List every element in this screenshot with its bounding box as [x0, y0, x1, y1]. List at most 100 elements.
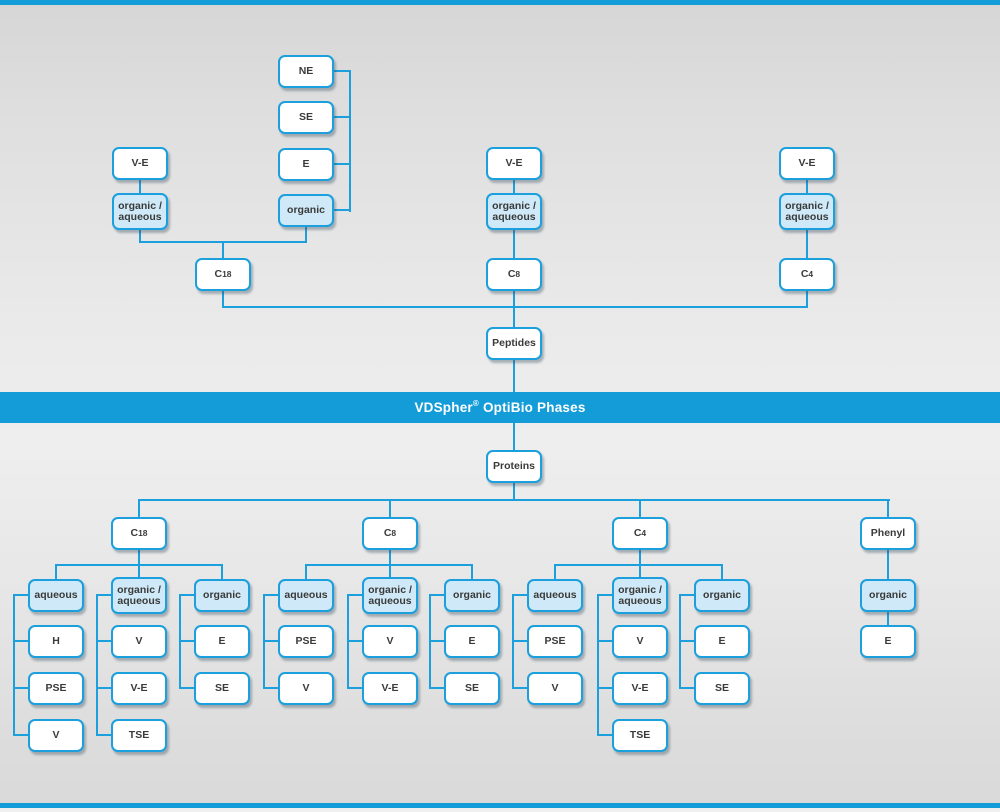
node-proteins-c4-orgaq-ve: V-E — [612, 672, 668, 705]
node-proteins-c18-aqueous-pse: PSE — [28, 672, 84, 705]
connector-line — [139, 180, 141, 194]
connector-line — [471, 564, 473, 580]
node-proteins-c8-aqueous: aqueous — [278, 579, 334, 612]
connector-line — [334, 116, 350, 118]
connector-line — [96, 594, 112, 596]
node-proteins-phenyl: Phenyl — [860, 517, 916, 550]
connector-line — [679, 687, 695, 689]
node-proteins-c18-organic-e: E — [194, 625, 250, 658]
connector-line — [513, 227, 515, 259]
connector-line — [389, 550, 391, 565]
connector-line — [679, 594, 695, 596]
node-peptides-c4-ve: V-E — [779, 147, 835, 180]
connector-line — [513, 422, 515, 451]
connector-line — [13, 687, 29, 689]
node-proteins-c18-orgaq-ve: V-E — [111, 672, 167, 705]
connector-line — [347, 640, 363, 642]
connector-line — [222, 241, 224, 259]
node-proteins-c8-orgaq-ve: V-E — [362, 672, 418, 705]
node-proteins-c4-organic-aqueous: organic / aqueous — [612, 577, 668, 614]
node-proteins-c8-organic-e: E — [444, 625, 500, 658]
node-peptides-eluent-se: SE — [278, 101, 334, 134]
node-peptides-root: Peptides — [486, 327, 542, 360]
connector-line — [806, 180, 808, 194]
connector-line — [13, 640, 29, 642]
connector-line — [512, 687, 528, 689]
node-proteins-c4-organic-se: SE — [694, 672, 750, 705]
connector-line — [179, 687, 195, 689]
node-proteins-c4-aqueous-v: V — [527, 672, 583, 705]
connector-line — [554, 564, 556, 580]
connector-line — [13, 594, 29, 596]
node-proteins-c8-organic: organic — [444, 579, 500, 612]
connector-line — [513, 291, 515, 328]
connector-line — [721, 564, 723, 580]
phase-banner: VDSpher®OptiBio Phases — [0, 392, 1000, 423]
connector-line — [138, 499, 140, 518]
node-peptides-c4-organic-aqueous: organic / aqueous — [779, 193, 835, 230]
connector-line — [55, 564, 57, 580]
node-proteins-c18-organic: organic — [194, 579, 250, 612]
connector-line — [138, 550, 140, 565]
node-peptides-c8-organic-aqueous: organic / aqueous — [486, 193, 542, 230]
footer-strip — [0, 808, 1000, 812]
node-proteins-c4-aqueous: aqueous — [527, 579, 583, 612]
connector-line — [806, 227, 808, 259]
connector-line — [96, 594, 98, 736]
node-peptides-eluent-organic: organic — [278, 194, 334, 227]
connector-line — [305, 227, 307, 243]
connector-line — [639, 550, 641, 565]
connector-line — [597, 594, 613, 596]
node-proteins-c8-organic-aqueous: organic / aqueous — [362, 577, 418, 614]
connector-line — [138, 564, 140, 578]
node-proteins-c4-orgaq-v: V — [612, 625, 668, 658]
connector-line — [597, 687, 613, 689]
node-peptides-c8-ve: V-E — [486, 147, 542, 180]
connector-line — [222, 291, 224, 307]
node-proteins-root: Proteins — [486, 450, 542, 483]
node-proteins-c4-orgaq-tse: TSE — [612, 719, 668, 752]
node-proteins-phenyl-organic: organic — [860, 579, 916, 612]
connector-line — [222, 306, 808, 308]
connector-line — [806, 291, 808, 307]
banner-title: VDSpher®OptiBio Phases — [414, 398, 586, 415]
connector-line — [138, 499, 890, 501]
connector-line — [597, 640, 613, 642]
connector-line — [96, 640, 112, 642]
connector-line — [389, 564, 391, 578]
connector-line — [221, 564, 223, 580]
node-proteins-c8-aqueous-v: V — [278, 672, 334, 705]
node-proteins-c4-organic-e: E — [694, 625, 750, 658]
top-accent-bar — [0, 0, 1000, 5]
connector-line — [429, 594, 445, 596]
connector-line — [887, 550, 889, 580]
node-proteins-phenyl-organic-e: E — [860, 625, 916, 658]
connector-line — [513, 360, 515, 393]
node-proteins-c4-aqueous-pse: PSE — [527, 625, 583, 658]
node-proteins-c18-aqueous: aqueous — [28, 579, 84, 612]
node-proteins-c8-organic-se: SE — [444, 672, 500, 705]
connector-line — [554, 564, 723, 566]
connector-line — [639, 499, 641, 518]
node-peptides-c18-ve: V-E — [112, 147, 168, 180]
node-peptides-eluent-ne: NE — [278, 55, 334, 88]
connector-line — [347, 687, 363, 689]
connector-line — [512, 640, 528, 642]
connector-line — [96, 687, 112, 689]
node-proteins-c8-aqueous-pse: PSE — [278, 625, 334, 658]
connector-line — [429, 640, 445, 642]
node-proteins-c18-aqueous-h: H — [28, 625, 84, 658]
connector-line — [179, 594, 195, 596]
node-peptides-eluent-e: E — [278, 148, 334, 181]
connector-line — [679, 640, 695, 642]
node-peptides-c18-organic-aqueous: organic / aqueous — [112, 193, 168, 230]
connector-line — [639, 564, 641, 578]
connector-line — [389, 499, 391, 518]
connector-line — [513, 483, 515, 500]
connector-line — [263, 594, 279, 596]
